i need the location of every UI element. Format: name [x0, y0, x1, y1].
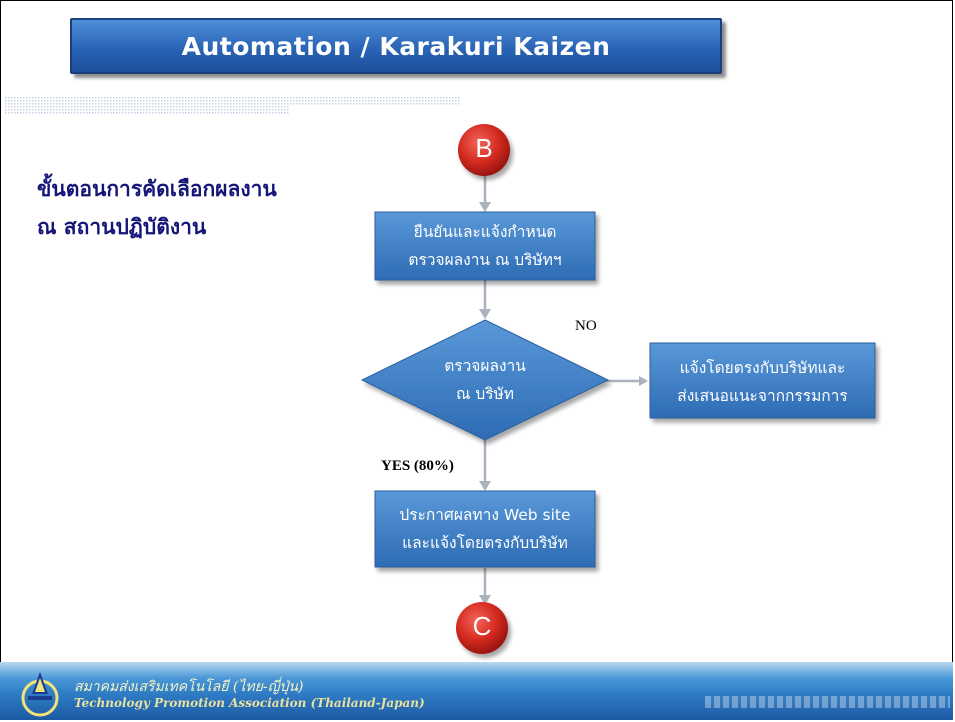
section-heading-line2: ณ สถานปฏิบัติงาน — [37, 215, 207, 239]
footer-decoration — [705, 696, 950, 708]
decision-line2: ณ บริษัท — [456, 385, 514, 403]
no-outcome-line1: แจ้งโดยตรงกับบริษัทและ — [679, 359, 846, 377]
footer-bar — [0, 662, 953, 720]
decision-text: ตรวจผลงาน ณ บริษัท — [400, 352, 570, 408]
step1-line1: ยืนยันและแจ้งกำหนด — [413, 223, 557, 241]
step1-line2: ตรวจผลงาน ณ บริษัทฯ — [408, 251, 562, 269]
connector-c-label: C — [472, 611, 492, 641]
section-heading: ขั้นตอนการคัดเลือกผลงาน ณ สถานปฏิบัติงาน — [37, 170, 277, 246]
footer-org-english: Technology Promotion Association (Thaila… — [74, 696, 425, 710]
dotted-divider — [5, 97, 460, 115]
yes-label: YES (80%) — [381, 458, 454, 474]
decision-diamond — [360, 319, 610, 441]
no-outcome-line2: ส่งเสนอแนะจากกรรมการ — [677, 387, 848, 405]
decision-line1: ตรวจผลงาน — [444, 357, 526, 375]
association-logo-icon — [21, 672, 59, 717]
arrow-heads — [479, 202, 648, 605]
step1-text: ยืนยันและแจ้งกำหนด ตรวจผลงาน ณ บริษัทฯ — [375, 218, 595, 274]
connector-b-label: B — [475, 133, 493, 163]
section-heading-line1: ขั้นตอนการคัดเลือกผลงาน — [37, 177, 277, 201]
no-outcome-box — [649, 342, 876, 419]
connector-c-circle — [456, 602, 508, 654]
no-label: NO — [575, 318, 597, 334]
step2-line1: ประกาศผลทาง Web site — [399, 506, 571, 524]
connector-b-circle — [458, 124, 510, 176]
step1-box — [374, 211, 596, 281]
slide-title: Automation / Karakuri Kaizen — [70, 18, 722, 74]
no-outcome-text: แจ้งโดยตรงกับบริษัทและ ส่งเสนอแนะจากกรรม… — [650, 354, 875, 410]
footer-org-thai: สมาคมส่งเสริมเทคโนโลยี (ไทย-ญี่ปุ่น) — [74, 679, 304, 695]
step2-line2: และแจ้งโดยตรงกับบริษัท — [402, 534, 568, 552]
flowchart — [360, 124, 876, 654]
step2-text: ประกาศผลทาง Web site และแจ้งโดยตรงกับบริ… — [375, 501, 595, 557]
step2-box — [374, 490, 596, 568]
